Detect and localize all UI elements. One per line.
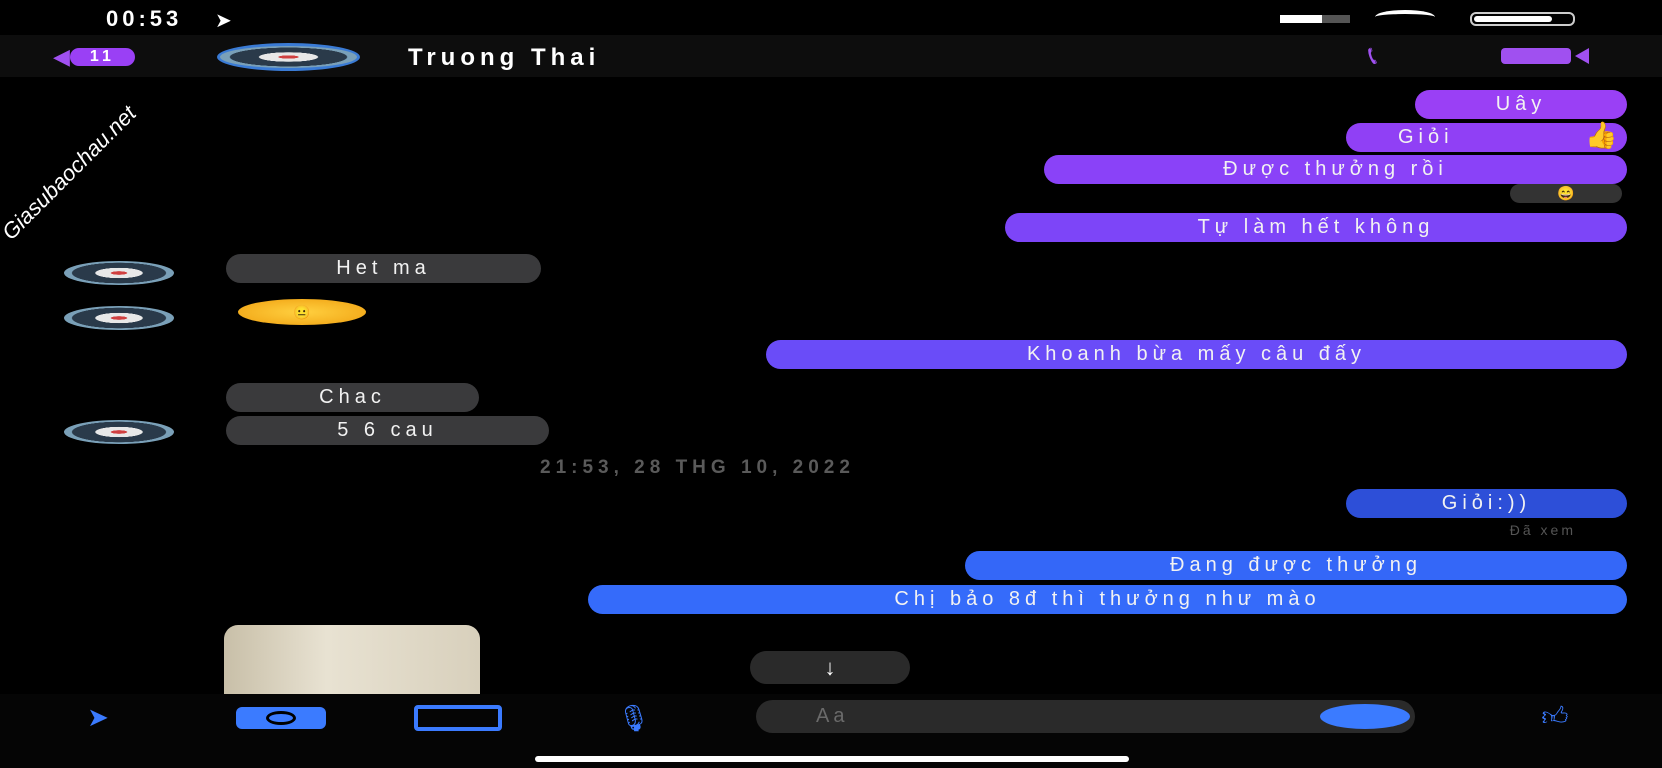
message-input[interactable]: Aa: [756, 700, 1415, 733]
message-sent[interactable]: Chị bảo 8đ thì thưởng như mào: [588, 585, 1627, 614]
message-input-placeholder: Aa: [816, 705, 849, 727]
contact-avatar[interactable]: [217, 43, 360, 71]
emoji-text: 😐: [293, 303, 311, 320]
location-arrow-icon: ➤: [215, 10, 232, 32]
message-sent[interactable]: Khoanh bừa mấy câu đấy: [766, 340, 1627, 369]
emoji-button-icon[interactable]: [1320, 704, 1410, 729]
arrow-down-icon: ↓: [824, 654, 836, 680]
message-sent[interactable]: Giỏi: [1346, 123, 1627, 152]
back-button[interactable]: ◀ 11: [53, 44, 175, 69]
gallery-icon[interactable]: [413, 704, 503, 732]
message-received[interactable]: Het ma: [226, 254, 541, 283]
reaction-emoji: 😄: [1557, 185, 1575, 201]
wifi-icon: [1375, 10, 1435, 24]
message-sent[interactable]: Tự làm hết không: [1005, 213, 1627, 242]
microphone-icon[interactable]: 🎙︎: [616, 702, 650, 733]
battery-icon: [1470, 12, 1575, 26]
unread-badge: 11: [69, 48, 135, 66]
back-chevron-icon: ◀: [53, 44, 70, 69]
status-time: 00:53: [106, 6, 183, 31]
message-received[interactable]: 5 6 cau: [226, 416, 549, 445]
message-sent[interactable]: Giỏi:)): [1346, 489, 1627, 518]
contact-avatar-small: [64, 420, 174, 444]
message-sent[interactable]: Uây: [1415, 90, 1627, 119]
phone-icon[interactable]: 📞︎: [1367, 40, 1378, 70]
image-attachment[interactable]: [224, 625, 480, 694]
message-reaction[interactable]: 😄: [1510, 184, 1622, 203]
video-icon[interactable]: [1495, 47, 1595, 65]
thumbs-up-reaction: 👍: [1585, 120, 1618, 150]
camera-icon[interactable]: [233, 706, 329, 730]
timestamp: 21:53, 28 THG 10, 2022: [540, 457, 855, 478]
seen-status: Đã xem: [1509, 522, 1576, 538]
emoji-message[interactable]: 😐: [238, 299, 366, 325]
home-indicator[interactable]: [535, 756, 1129, 762]
thumbs-up-icon[interactable]: 👍︎: [1541, 700, 1569, 731]
more-actions-icon[interactable]: ➤: [87, 701, 109, 732]
signal-icon: [1280, 15, 1350, 23]
message-sent[interactable]: Đang được thưởng: [965, 551, 1627, 580]
watermark: Giasubaochau.net: [0, 100, 141, 245]
message-sent[interactable]: Được thưởng rồi: [1044, 155, 1627, 184]
contact-avatar-small: [64, 261, 174, 285]
contact-avatar-small: [64, 306, 174, 330]
message-received[interactable]: Chac: [226, 383, 479, 412]
scroll-down-button[interactable]: ↓: [750, 651, 910, 684]
contact-name[interactable]: Truong Thai: [408, 44, 601, 71]
